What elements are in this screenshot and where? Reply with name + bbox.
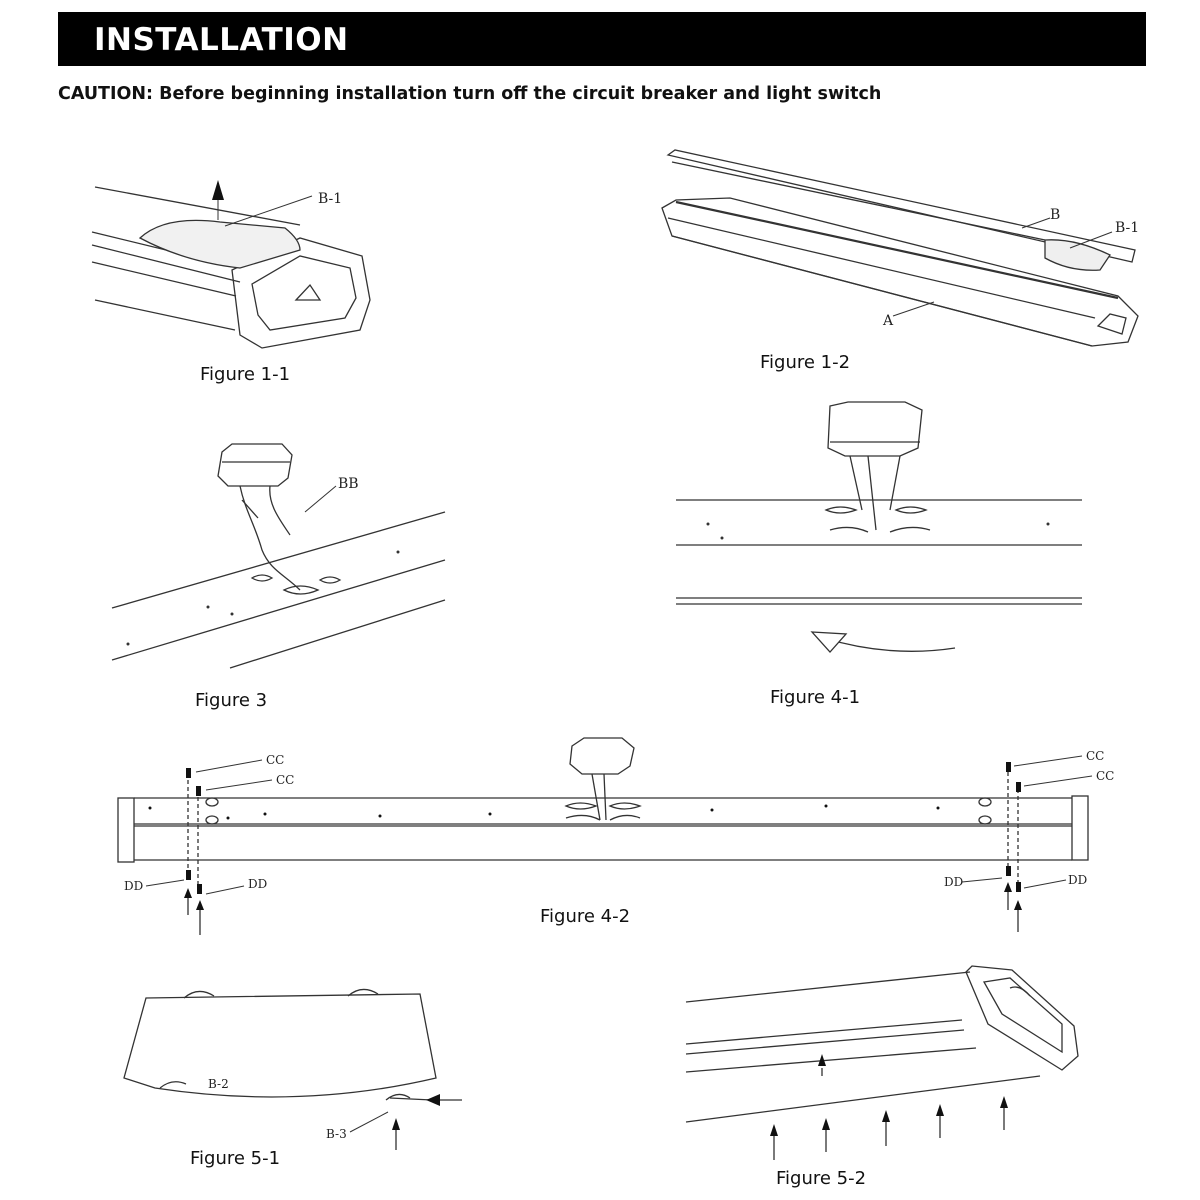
- figure-1-2-drawing: B B-1 A: [661, 149, 1139, 347]
- caption-figure-4-2: Figure 4-2: [540, 906, 631, 927]
- figure-4-2-drawing: CC CC CC CC DD DD DD DD: [117, 737, 1114, 935]
- label-a: A: [882, 313, 894, 329]
- figure-5-1: B-2 B-3 Figure 5-1: [0, 960, 600, 1200]
- figure-5-2: Figure 5-2: [600, 960, 1200, 1200]
- label-cc-left: CC: [276, 773, 294, 787]
- figure-1-1-drawing: B-1: [91, 180, 371, 349]
- figure-5-1-drawing: B-2 B-3: [123, 988, 462, 1150]
- label-b: B: [1050, 207, 1060, 223]
- caption-figure-5-1: Figure 5-1: [190, 1148, 281, 1169]
- label-cc-top-right: CC: [1086, 749, 1104, 763]
- label-b1: B-1: [318, 191, 342, 207]
- figure-1-2: B B-1 A Figure 1-2: [0, 0, 1200, 400]
- page-title: INSTALLATION: [94, 22, 349, 58]
- label-dd-left-b: DD: [248, 877, 267, 891]
- label-dd-left-a: DD: [124, 879, 143, 893]
- figure-5-2-drawing: [685, 965, 1079, 1160]
- label-bb: BB: [338, 476, 359, 492]
- figure-4-1: Figure 4-1: [600, 400, 1200, 720]
- figure-3-drawing: BB: [111, 443, 446, 669]
- caution-text: CAUTION: Before beginning installation t…: [58, 84, 882, 104]
- caption-figure-3: Figure 3: [195, 690, 268, 711]
- figure-4-1-drawing: [676, 401, 1082, 653]
- figure-4-2: CC CC CC CC DD DD DD DD Figure 4-2: [0, 730, 1200, 940]
- label-dd-right-b: DD: [1068, 873, 1087, 887]
- header-bar: INSTALLATION: [58, 12, 1146, 66]
- label-cc-right: CC: [1096, 769, 1114, 783]
- figure-1-1: B-1 Figure 1-1: [0, 0, 600, 400]
- caption-figure-5-2: Figure 5-2: [776, 1168, 867, 1189]
- label-cc-top-left: CC: [266, 753, 284, 767]
- label-b1: B-1: [1115, 220, 1139, 236]
- label-b3: B-3: [326, 1127, 347, 1141]
- figure-3: BB Figure 3: [0, 400, 600, 720]
- caption-figure-4-1: Figure 4-1: [770, 687, 861, 708]
- caption-figure-1-2: Figure 1-2: [760, 352, 851, 373]
- label-b2: B-2: [208, 1077, 229, 1091]
- label-dd-right-a: DD: [944, 875, 963, 889]
- caption-figure-1-1: Figure 1-1: [200, 364, 291, 385]
